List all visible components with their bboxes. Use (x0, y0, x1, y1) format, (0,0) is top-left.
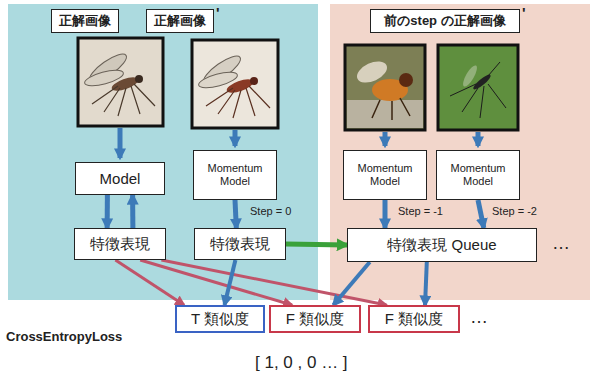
momentum-model-box: Momentum Model (343, 150, 427, 200)
step-label: Step = -2 (492, 205, 537, 217)
connector (161, 260, 386, 305)
insect-photo (345, 45, 425, 130)
step-label: Step = 0 (250, 205, 291, 217)
connector (225, 260, 236, 305)
connector (383, 200, 388, 228)
target-vector: [ 1, 0 , 0 … ] (255, 354, 348, 373)
node-text: Model (100, 170, 141, 187)
node-text: 特徴表現 Queue (387, 236, 496, 253)
previous-panel (330, 4, 590, 300)
node-text: F 類似度 (385, 310, 443, 327)
input-arrow (383, 132, 388, 146)
connector (478, 200, 484, 228)
connector (286, 244, 347, 245)
feature-box: 特徴表現 (74, 228, 166, 260)
node-text: Momentum Model (200, 162, 270, 187)
title-box: 正解画像' (146, 9, 214, 33)
connector (105, 195, 110, 228)
queue-box: 特徴表現 Queue (347, 228, 537, 262)
connector (130, 195, 135, 228)
connector (235, 200, 236, 228)
connector (425, 262, 427, 305)
node-text: Momentum Model (350, 162, 420, 187)
node-text: 特徴表現 (90, 235, 150, 252)
connector (115, 260, 184, 305)
loss-name: CrossEntropyLoss (6, 330, 122, 344)
node-text: 特徴表現 (210, 235, 270, 252)
connector (333, 262, 369, 305)
prime-mark: ' (216, 4, 220, 21)
input-arrow (118, 128, 123, 158)
step-label: Step = -1 (398, 205, 443, 217)
insect-photo (438, 45, 518, 130)
feature-box: 特徴表現 (194, 228, 286, 260)
insect-photo (78, 38, 163, 126)
title-box: 正解画像 (51, 9, 119, 33)
similarity-box: F 類似度 (368, 305, 460, 333)
similarity-box: F 類似度 (269, 305, 361, 333)
insect-photo (192, 40, 278, 128)
ellipsis: … (470, 308, 488, 328)
ellipsis: … (552, 234, 570, 254)
node-text: Momentum Model (443, 162, 513, 187)
momentum-model-box: Momentum Model (193, 150, 277, 200)
model-box: Model (75, 162, 165, 195)
node-text: F 類似度 (286, 310, 344, 327)
node-text: 前のstep の正解画像 (384, 14, 505, 29)
current-panel (8, 4, 318, 300)
title-box: 前のstep の正解画像' (370, 9, 520, 33)
node-text: 正解画像 (59, 14, 111, 29)
input-arrow (476, 132, 481, 146)
input-arrow (233, 130, 238, 146)
node-text: T 類似度 (191, 310, 249, 327)
prime-mark: ' (522, 4, 526, 21)
similarity-box: T 類似度 (175, 305, 265, 333)
node-text: 正解画像 (154, 14, 206, 29)
momentum-model-box: Momentum Model (436, 150, 520, 200)
